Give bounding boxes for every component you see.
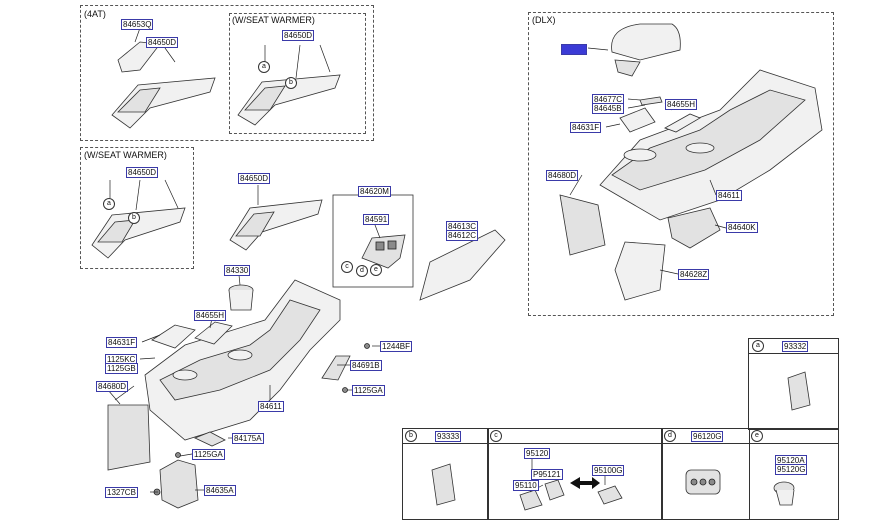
- part-84631F[interactable]: 84631F: [106, 337, 138, 348]
- part-84655H[interactable]: 84655H: [194, 310, 227, 321]
- part-84655H[interactable]: 84655H: [665, 99, 698, 110]
- part-84640K[interactable]: 84640K: [726, 222, 758, 233]
- part-84650D[interactable]: 84650D: [126, 167, 159, 178]
- callout-d: d: [664, 430, 676, 442]
- part-84620M[interactable]: 84620M: [358, 186, 391, 197]
- console-main-drawing: [107, 279, 341, 471]
- four-at-box: [80, 5, 374, 141]
- section-label-4at: (4AT): [84, 9, 106, 19]
- callout-d: d: [356, 265, 368, 277]
- part-84635A[interactable]: 84635A: [204, 485, 236, 496]
- part-84653Q[interactable]: 84653Q: [121, 19, 154, 30]
- callout-b: b: [285, 77, 297, 89]
- part-93332[interactable]: 93332: [782, 341, 809, 352]
- part-84691B[interactable]: 84691B: [350, 360, 382, 371]
- part-84660-highlighted[interactable]: 84660: [561, 44, 588, 55]
- part-84631F[interactable]: 84631F: [570, 122, 602, 133]
- part-95120[interactable]: 95120: [524, 448, 551, 459]
- part-1125GA[interactable]: 1125GA: [352, 385, 385, 396]
- shift-cover-center-drawing: [229, 185, 323, 251]
- seat-warmer-top-box: [229, 13, 366, 134]
- table-cell-d: [661, 428, 750, 520]
- part-84680D[interactable]: 84680D: [546, 170, 579, 181]
- callout-e: e: [751, 430, 763, 442]
- switch-panel-drawing: [361, 224, 406, 269]
- part-84645B[interactable]: 84645B: [592, 103, 624, 114]
- part-84611[interactable]: 84611: [716, 190, 742, 201]
- part-84591[interactable]: 84591: [363, 214, 390, 225]
- part-96120G[interactable]: 96120G: [691, 431, 724, 442]
- part-84650D[interactable]: 84650D: [238, 173, 271, 184]
- section-label-dlx: (DLX): [532, 15, 556, 25]
- bracket-drawing: [153, 343, 370, 509]
- part-84330[interactable]: 84330: [224, 265, 251, 276]
- dlx-box: [528, 12, 834, 316]
- shift-cover-seat-warmer-top-drawing: [237, 44, 341, 126]
- console-dlx-drawing: [559, 69, 823, 301]
- cup-holder-drawing: [228, 274, 254, 311]
- table-cell-c: [487, 428, 663, 520]
- shift-cover-seat-warmer-left-drawing: [91, 179, 186, 259]
- part-1125GB[interactable]: 1125GB: [105, 363, 138, 374]
- part-P95121[interactable]: P95121: [531, 469, 563, 480]
- section-label-seat-warmer-left: (W/SEAT WARMER): [84, 150, 167, 160]
- part-1327CB[interactable]: 1327CB: [105, 487, 138, 498]
- part-84650D[interactable]: 84650D: [146, 37, 179, 48]
- callout-a: a: [258, 61, 270, 73]
- callout-b: b: [128, 212, 140, 224]
- callout-c: c: [490, 430, 502, 442]
- part-95120G[interactable]: 95120G: [775, 464, 808, 475]
- tray-drawing: [151, 321, 233, 349]
- part-1244BF[interactable]: 1244BF: [380, 341, 413, 352]
- part-84628Z[interactable]: 84628Z: [678, 269, 710, 280]
- callout-c: c: [341, 261, 353, 273]
- callout-a: a: [752, 340, 764, 352]
- leader-lines: [114, 317, 380, 493]
- part-84611[interactable]: 84611: [258, 401, 284, 412]
- part-95100G[interactable]: 95100G: [592, 465, 625, 476]
- armrest-lid-drawing: [587, 23, 681, 77]
- seat-warmer-left-box: [80, 147, 194, 269]
- callout-b: b: [405, 430, 417, 442]
- callout-a: a: [103, 198, 115, 210]
- section-label-seat-warmer-top: (W/SEAT WARMER): [232, 15, 315, 25]
- table-cell-b: [402, 428, 489, 520]
- part-84612C[interactable]: 84612C: [446, 230, 479, 241]
- part-84680D[interactable]: 84680D: [96, 381, 129, 392]
- shift-cover-4at-drawing: [111, 27, 216, 129]
- table-header-a: [748, 338, 839, 354]
- part-95110[interactable]: 95110: [513, 480, 539, 491]
- callout-e: e: [370, 264, 382, 276]
- part-93333[interactable]: 93333: [435, 431, 462, 442]
- part-84650D[interactable]: 84650D: [282, 30, 315, 41]
- table-items-drawing: [431, 371, 811, 511]
- part-84175A[interactable]: 84175A: [232, 433, 264, 444]
- part-1125GA[interactable]: 1125GA: [192, 449, 225, 460]
